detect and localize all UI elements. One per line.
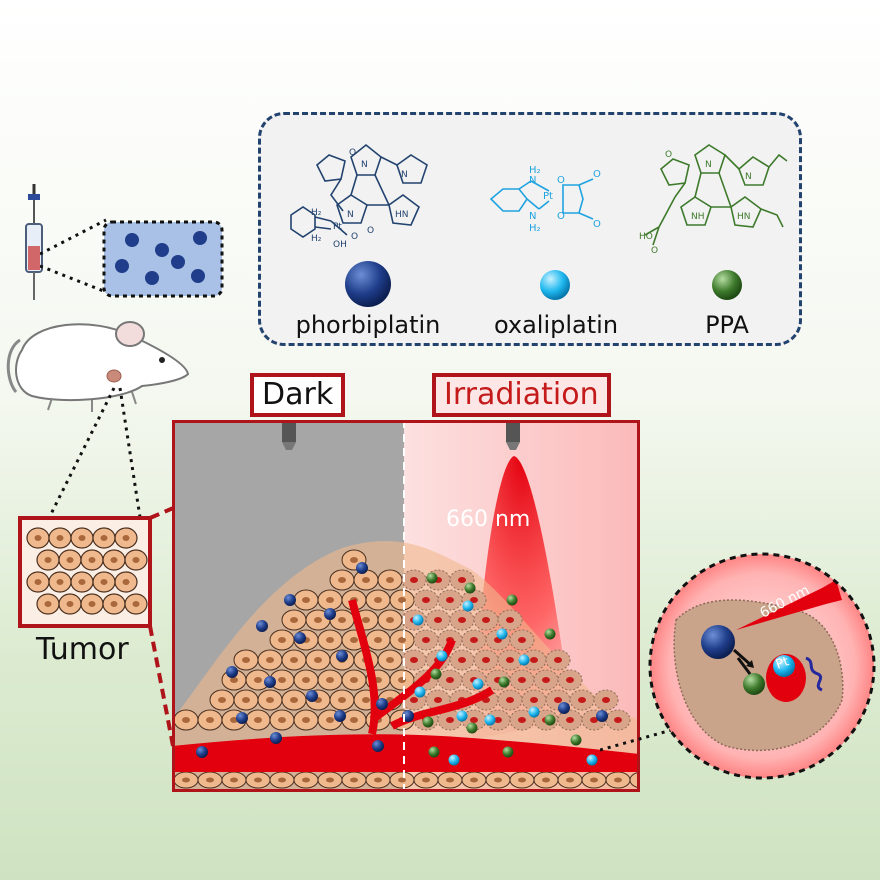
oxaliplatin-particle xyxy=(496,628,508,640)
oxaliplatin-particle xyxy=(528,706,540,718)
legend-label-phorbiplatin: phorbiplatin xyxy=(295,311,441,339)
svg-text:H₂: H₂ xyxy=(311,208,322,218)
phorbiplatin-particle xyxy=(226,666,238,678)
phorbiplatin-particle xyxy=(596,710,608,722)
phorbiplatin-particle xyxy=(376,698,388,710)
oxaliplatin-particle xyxy=(472,678,484,690)
svg-text:N: N xyxy=(361,160,368,170)
ppa-structure: N N HN NH O HO O xyxy=(639,144,788,255)
phorbiplatin-particle xyxy=(372,740,384,752)
ppa-particle xyxy=(506,594,518,606)
svg-text:H₂: H₂ xyxy=(529,165,541,176)
svg-text:N: N xyxy=(745,172,752,182)
svg-text:N: N xyxy=(347,210,354,220)
ppa-particle xyxy=(422,716,434,728)
svg-text:O: O xyxy=(593,169,601,180)
ppa-particle xyxy=(502,746,514,758)
phorbiplatin-particle xyxy=(356,562,368,574)
mouse-icon xyxy=(6,321,190,412)
phorbiplatin-particle xyxy=(196,746,208,758)
oxaliplatin-particle xyxy=(462,600,474,612)
legend-label-ppa: PPA xyxy=(705,311,749,339)
oxaliplatin-particle xyxy=(414,686,426,698)
irradiation-label: Irradiation xyxy=(432,373,611,417)
svg-text:O: O xyxy=(665,150,672,160)
oxaliplatin-particle xyxy=(412,614,424,626)
svg-text:N: N xyxy=(529,211,536,222)
svg-text:H₂: H₂ xyxy=(311,234,322,244)
phorbiplatin-particle xyxy=(334,710,346,722)
svg-text:O: O xyxy=(349,148,356,158)
svg-text:O: O xyxy=(557,175,565,186)
phorbiplatin-particle xyxy=(264,676,276,688)
tumor-label: Tumor xyxy=(36,632,129,667)
dark-fiber-icon xyxy=(282,420,296,450)
oxaliplatin-sphere-icon xyxy=(540,270,570,300)
ppa-particle xyxy=(466,722,478,734)
phorbiplatin-particle xyxy=(324,608,336,620)
svg-text:N: N xyxy=(705,160,712,170)
svg-text:N: N xyxy=(401,170,408,180)
oxaliplatin-particle xyxy=(484,714,496,726)
svg-text:O: O xyxy=(557,211,565,222)
oxaliplatin-particle xyxy=(456,710,468,722)
oxaliplatin-structure: H₂N PtN H₂ OO OO xyxy=(489,165,601,234)
phorbiplatin-particle xyxy=(336,650,348,662)
svg-text:NH: NH xyxy=(691,212,705,222)
phorbiplatin-particle xyxy=(558,702,570,714)
oxaliplatin-particle xyxy=(436,650,448,662)
ppa-particle xyxy=(428,746,440,758)
phorbiplatin-particle xyxy=(306,690,318,702)
svg-text:N: N xyxy=(529,175,536,186)
wavelength-label: 660 nm xyxy=(446,507,531,532)
svg-text:O: O xyxy=(651,246,658,255)
oxaliplatin-particle xyxy=(518,654,530,666)
ppa-particle xyxy=(426,572,438,584)
phorbiplatin-particle xyxy=(294,632,306,644)
phorbiplatin-particle xyxy=(284,594,296,606)
svg-text:Pt: Pt xyxy=(543,191,553,202)
legend-label-oxaliplatin: oxaliplatin xyxy=(493,311,619,339)
syringe-connector xyxy=(40,218,107,294)
ppa-particle xyxy=(570,734,582,746)
oxaliplatin-particle xyxy=(448,754,460,766)
svg-text:HO: HO xyxy=(639,232,653,242)
phorbiplatin-sphere-icon xyxy=(345,261,391,307)
ppa-particle xyxy=(544,628,556,640)
svg-text:O: O xyxy=(367,226,374,236)
ppa-particle xyxy=(498,676,510,688)
svg-text:HN: HN xyxy=(737,212,751,222)
syringe-icon xyxy=(25,184,43,300)
irradiation-fiber-icon xyxy=(506,420,520,450)
ppa-particle xyxy=(544,714,556,726)
svg-text:HN: HN xyxy=(395,210,409,220)
tumor-microenvironment-panel xyxy=(172,420,640,792)
phorbiplatin-particle xyxy=(270,732,282,744)
svg-text:OH: OH xyxy=(333,240,347,250)
dark-label: Dark xyxy=(250,373,346,417)
ppa-particle xyxy=(464,582,476,594)
svg-text:O: O xyxy=(351,232,358,242)
nanoparticle-solution xyxy=(102,220,224,298)
oxaliplatin-particle xyxy=(586,754,598,766)
tumor-cluster xyxy=(18,516,152,628)
zoom-circle xyxy=(648,552,876,780)
ppa-particle xyxy=(430,668,442,680)
phorbiplatin-particle xyxy=(256,620,268,632)
svg-text:H₂: H₂ xyxy=(529,223,541,234)
svg-text:Pt: Pt xyxy=(333,222,342,232)
phorbiplatin-particle xyxy=(236,712,248,724)
ppa-sphere-icon xyxy=(712,270,742,300)
svg-text:O: O xyxy=(593,219,601,230)
